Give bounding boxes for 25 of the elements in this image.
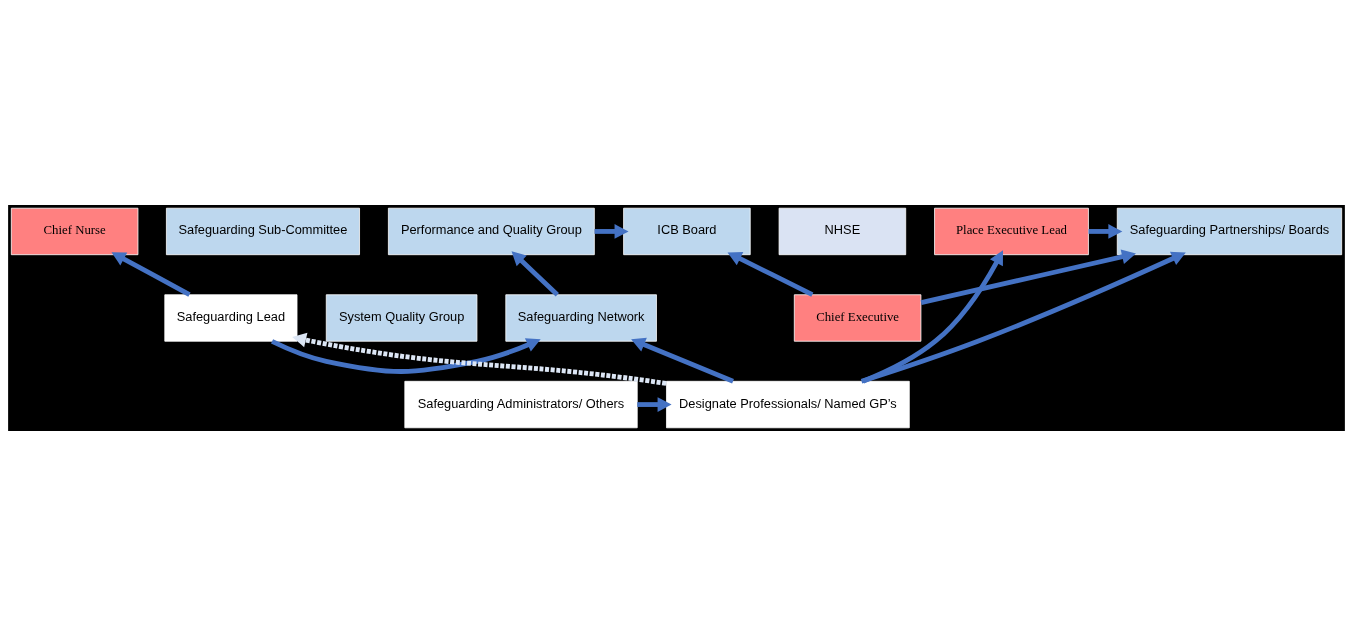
node-box: Safeguarding Partnerships/ Boards <box>1116 207 1343 256</box>
arrow <box>860 251 1186 384</box>
arrow <box>920 249 1136 306</box>
node-box: NHSE <box>778 207 907 256</box>
node-box: Place Executive Lead <box>934 207 1089 256</box>
node-box: Designate Professionals/ Named GP’s <box>666 380 910 429</box>
arrow <box>637 397 672 412</box>
node-box: Safeguarding Administrators/ Others <box>404 380 638 429</box>
arrow <box>511 251 559 297</box>
arrow <box>292 332 667 386</box>
node-box: ICB Board <box>623 207 751 256</box>
arrow <box>111 252 191 297</box>
arrow <box>631 337 734 384</box>
arrow <box>1088 224 1123 239</box>
node-box: Chief Nurse <box>10 207 139 256</box>
node-box: Chief Executive <box>793 294 922 342</box>
arrow <box>271 338 541 374</box>
node-box: Safeguarding Sub-Committee <box>166 207 360 256</box>
arrow <box>594 224 629 239</box>
arrow <box>727 252 814 297</box>
arrow <box>862 250 1003 384</box>
node-box: Safeguarding Network <box>505 294 657 342</box>
node-box: Performance and Quality Group <box>388 207 595 256</box>
node-box: System Quality Group <box>325 294 478 342</box>
node-box: Safeguarding Lead <box>164 294 298 342</box>
